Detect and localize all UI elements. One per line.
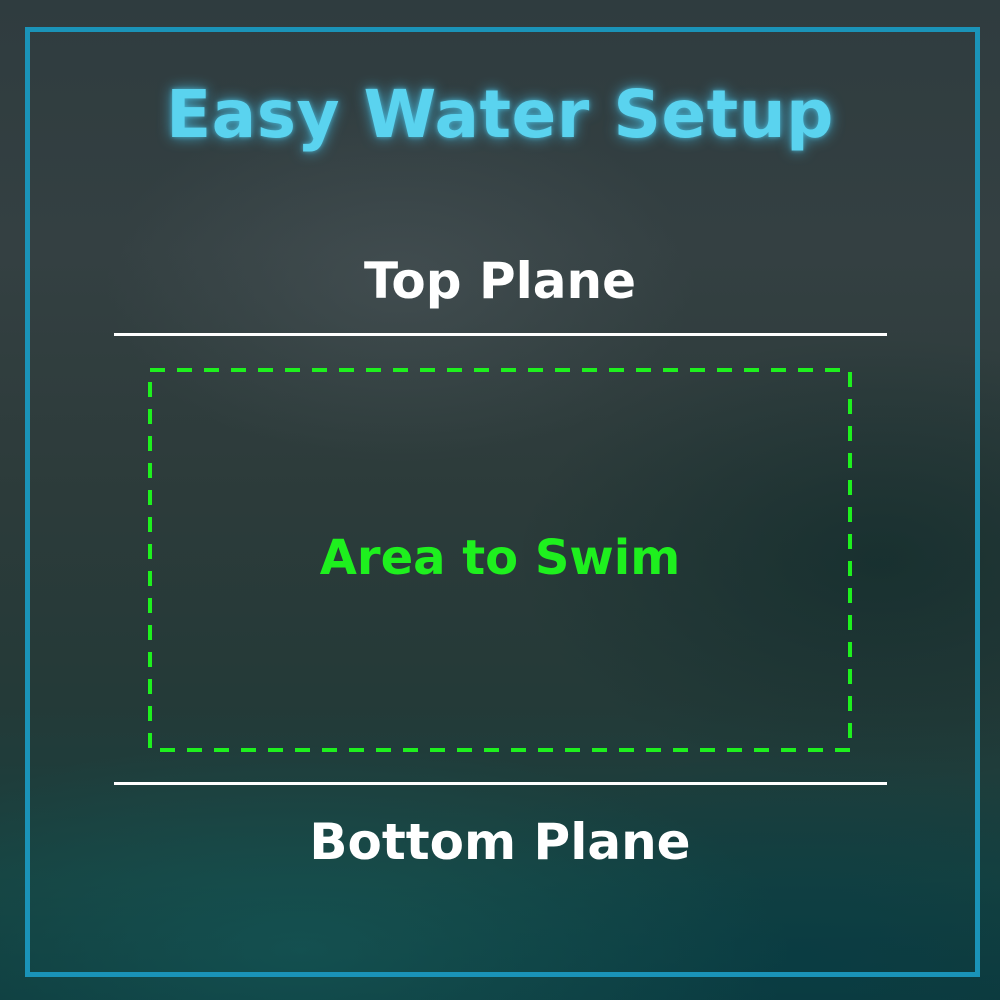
swim-area-box: Area to Swim xyxy=(148,368,852,752)
diagram-frame xyxy=(25,27,980,977)
swim-area-label: Area to Swim xyxy=(319,530,681,586)
bottom-plane-line xyxy=(114,782,887,785)
top-plane-line xyxy=(114,333,887,336)
diagram-title: Easy Water Setup xyxy=(166,76,834,153)
top-plane-label: Top Plane xyxy=(363,252,637,310)
bottom-plane-label: Bottom Plane xyxy=(309,813,691,871)
